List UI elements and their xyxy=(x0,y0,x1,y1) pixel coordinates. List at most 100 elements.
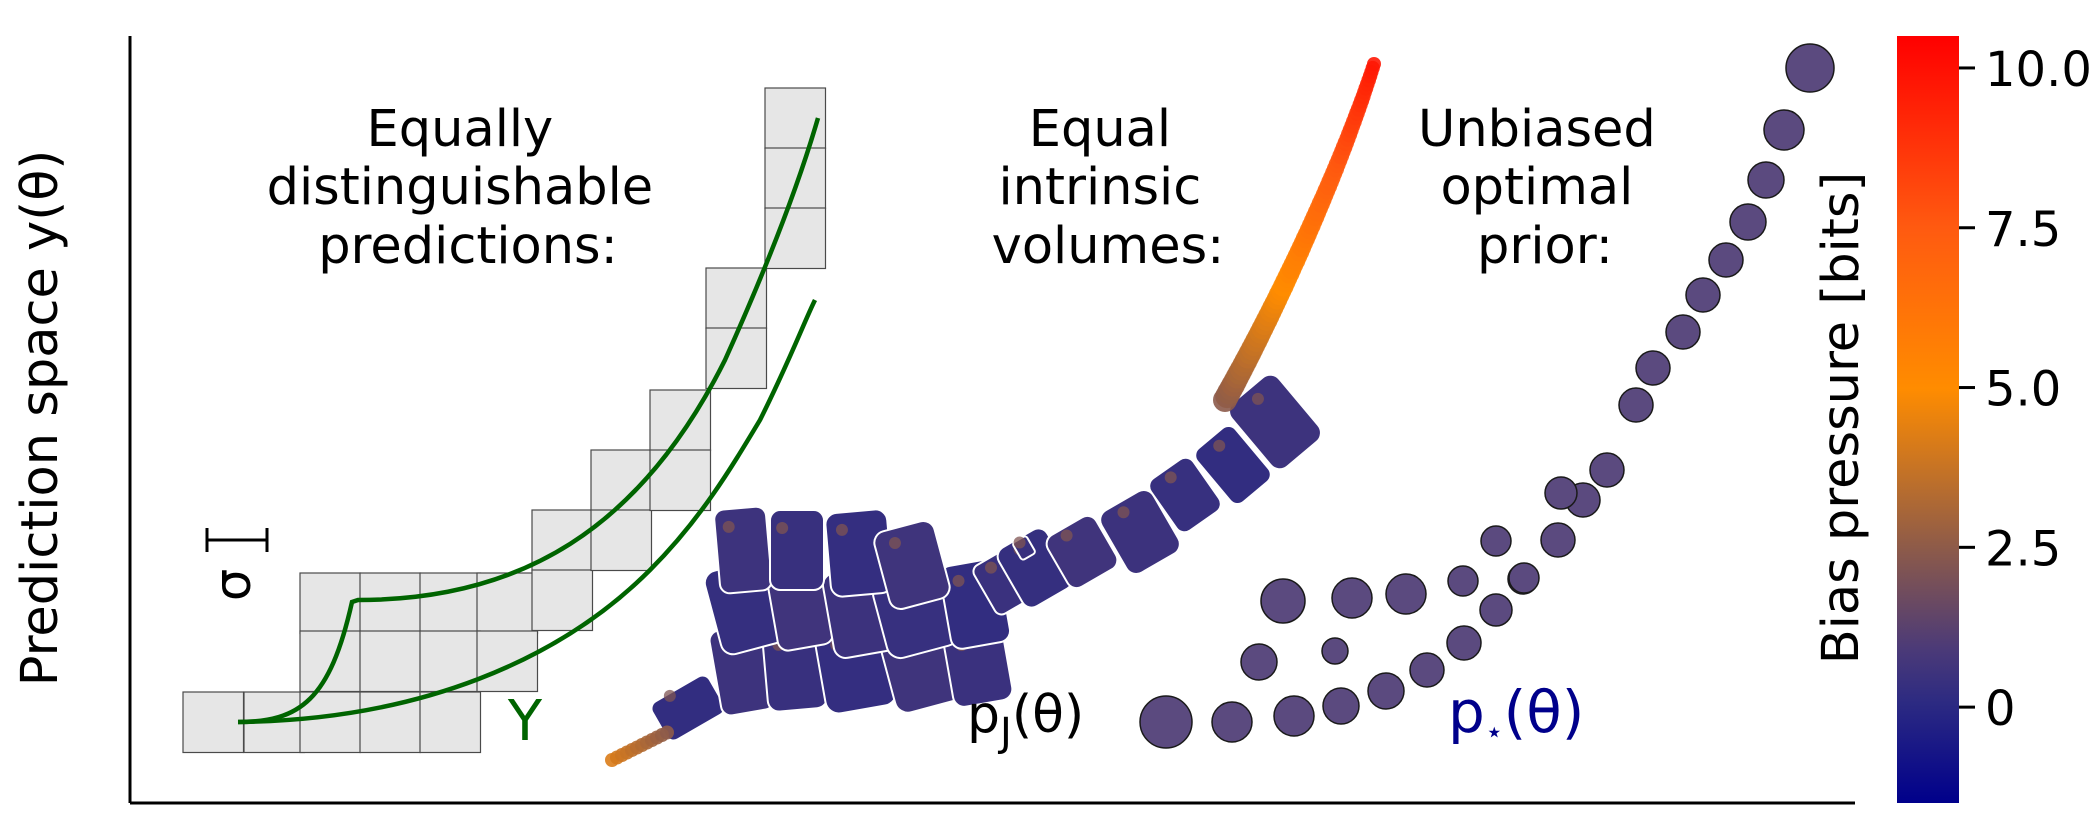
optimal-label-sub: ⋆ xyxy=(1485,715,1504,750)
prior-atom xyxy=(1385,573,1427,615)
optimal-prior-label: p⋆(θ) xyxy=(1448,678,1584,750)
distinguishable-cell xyxy=(359,630,422,693)
jeffreys-label-sub: J xyxy=(997,710,1012,756)
panel-intrinsic-volumes: Equal intrinsic volumes: pJ(θ) xyxy=(605,57,1381,767)
distinguishable-cell xyxy=(299,630,362,693)
stream-point xyxy=(1367,57,1381,71)
prior-atom xyxy=(1240,643,1278,681)
colorbar: 10.0 7.5 5.0 2.5 0 Bias pressure [bits] xyxy=(1812,36,2092,803)
distinguishable-cell xyxy=(705,267,768,330)
colorbar-tick-label: 5.0 xyxy=(1985,362,2061,418)
prior-atom xyxy=(1763,109,1805,151)
cell-edge-point xyxy=(663,689,676,702)
cell-edge-point xyxy=(1164,471,1177,484)
prior-atom xyxy=(1544,476,1578,510)
prior-atom xyxy=(1747,161,1785,199)
colorbar-gradient xyxy=(1897,36,1959,803)
cell-edge-point xyxy=(835,523,848,536)
curve-label-y: Y xyxy=(507,689,543,754)
cell-edge-point xyxy=(722,520,735,533)
prior-atom xyxy=(1618,387,1654,423)
distinguishable-cell xyxy=(764,147,827,210)
colorbar-tick-label: 0 xyxy=(1985,681,2016,737)
colorbar-ticks: 10.0 7.5 5.0 2.5 0 xyxy=(1959,42,2092,737)
prior-atom xyxy=(1211,701,1253,743)
middle-title: Equal intrinsic volumes: xyxy=(992,100,1225,276)
distinguishable-cell xyxy=(419,572,482,635)
prior-atom xyxy=(1367,672,1405,710)
prior-atom xyxy=(1540,522,1576,558)
prior-atom xyxy=(1331,577,1373,619)
middle-title-line-2: intrinsic xyxy=(999,158,1202,217)
distinguishable-cell xyxy=(590,509,653,572)
intrinsic-volume-cells xyxy=(650,373,1322,742)
cell-edge-point xyxy=(1213,439,1226,452)
jeffreys-point-stream xyxy=(605,57,1381,767)
colorbar-tick-label: 7.5 xyxy=(1985,202,2061,258)
left-title: Equally distinguishable predictions: xyxy=(267,100,670,276)
right-title: Unbiased optimal prior: xyxy=(1418,100,1672,276)
prior-atom xyxy=(1139,695,1193,749)
prior-atom xyxy=(1729,203,1767,241)
prior-atom xyxy=(1260,578,1306,624)
distinguishable-cell xyxy=(299,691,362,754)
middle-title-line-1: Equal xyxy=(1029,100,1171,159)
prior-atom xyxy=(1685,277,1721,313)
cell-edge-point xyxy=(776,522,789,534)
jeffreys-prior-label: pJ(θ) xyxy=(967,685,1084,756)
left-title-line-2: distinguishable xyxy=(267,158,654,217)
optimal-prior-atoms xyxy=(1139,43,1835,749)
stream-point xyxy=(660,725,674,740)
prior-atom xyxy=(1785,43,1835,93)
prior-atom xyxy=(1322,687,1360,725)
colorbar-label: Bias pressure [bits] xyxy=(1812,172,1871,665)
prior-atom xyxy=(1508,562,1540,594)
prior-atom xyxy=(1321,637,1349,665)
cell-edge-point xyxy=(1251,392,1264,405)
prior-atom xyxy=(1708,242,1744,278)
prior-atom xyxy=(1446,625,1482,661)
distinguishable-cell xyxy=(531,569,594,632)
sigma-label: σ xyxy=(204,569,263,601)
distinguishable-cell xyxy=(359,572,422,635)
prior-atom xyxy=(1635,350,1671,386)
prior-atom xyxy=(1447,565,1479,597)
distinguishable-cell xyxy=(764,87,827,150)
right-title-line-2: optimal xyxy=(1440,158,1633,217)
right-title-line-1: Unbiased xyxy=(1418,100,1656,159)
manifold-curve-2 xyxy=(237,298,818,725)
cell-edge-point xyxy=(1013,536,1026,549)
intrinsic-volume-cell xyxy=(650,674,726,742)
distinguishable-cell xyxy=(649,389,712,452)
distinguishable-cell xyxy=(182,691,245,754)
panel-distinguishable: σ Y Equally distinguishable predictions: xyxy=(182,87,827,754)
right-title-line-3: prior: xyxy=(1477,217,1613,276)
y-axis-label: Prediction space y(θ) xyxy=(11,150,70,687)
cell-edge-point xyxy=(952,574,965,587)
prior-atom xyxy=(1273,695,1315,737)
prior-atom xyxy=(1589,452,1625,488)
colorbar-tick-label: 10.0 xyxy=(1985,42,2092,98)
plot-axes: Prediction space y(θ) xyxy=(11,36,1855,805)
sigma-scale-bar xyxy=(205,528,269,552)
model-manifold-curves xyxy=(237,117,821,725)
cell-edge-point xyxy=(1060,529,1073,542)
left-title-line-3: predictions: xyxy=(318,217,618,276)
prior-atom xyxy=(1480,525,1512,557)
prior-atom xyxy=(1479,593,1513,627)
middle-title-line-3: volumes: xyxy=(992,217,1225,276)
cell-edge-point xyxy=(985,561,997,574)
optimal-label-p: p xyxy=(1448,678,1485,746)
left-title-line-1: Equally xyxy=(367,100,554,159)
distinguishable-cell xyxy=(649,449,712,512)
prior-atom xyxy=(1409,652,1445,688)
distinguishable-cell xyxy=(476,630,539,693)
manifold-curve-1 xyxy=(237,117,821,725)
cell-edge-point xyxy=(888,537,901,549)
colorbar-tick-label: 2.5 xyxy=(1985,521,2061,577)
optimal-label-arg: (θ) xyxy=(1504,678,1585,746)
cell-edge-point xyxy=(1117,506,1130,519)
intrinsic-volume-cell xyxy=(713,505,773,595)
distinguishable-cell xyxy=(590,449,653,512)
